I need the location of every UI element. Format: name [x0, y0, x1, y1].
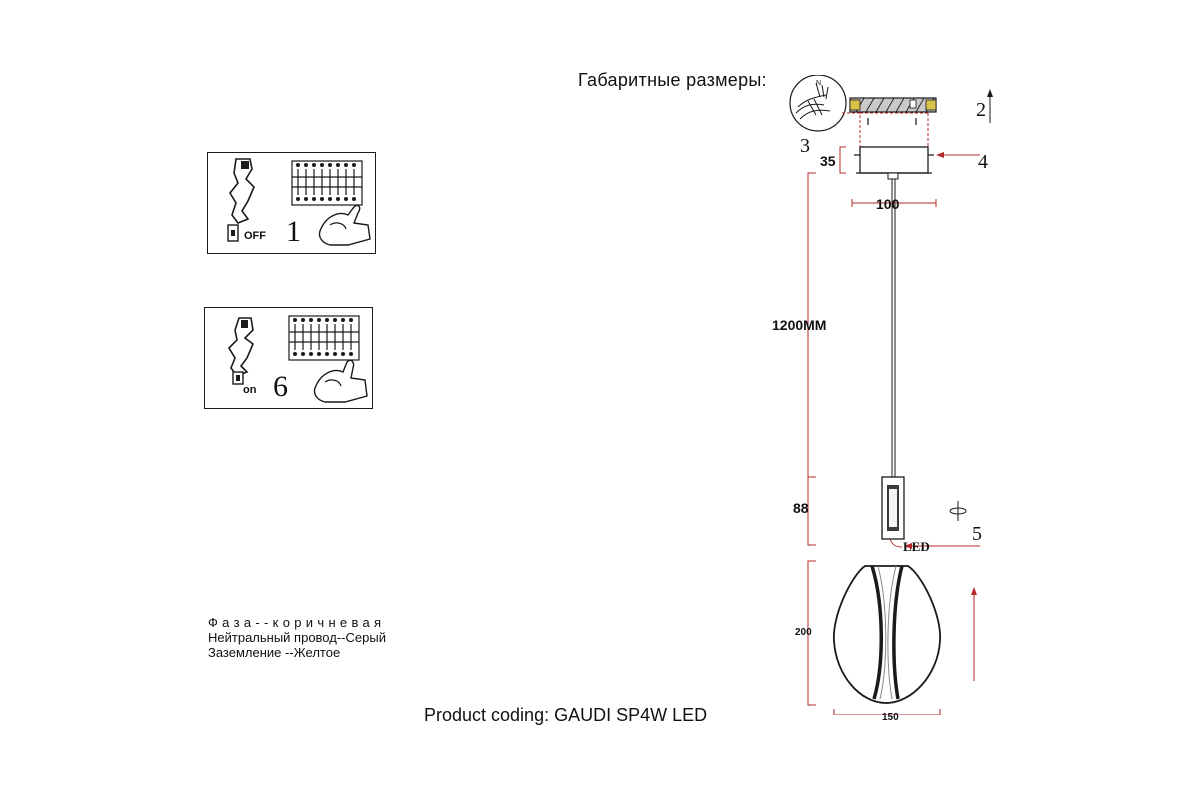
- wiring-legend: Фаза--коричневая Нейтральный провод--Сер…: [208, 615, 386, 660]
- callout-5: 5: [972, 523, 982, 545]
- page-title: Габаритные размеры:: [578, 70, 767, 90]
- canopy: [859, 146, 929, 174]
- breaker-on-illustration: [227, 315, 368, 403]
- wire-phase-text: Фаза--коричневая: [208, 615, 386, 630]
- wire-neutral-text: Нейтральный провод--Серый: [208, 630, 386, 645]
- panel-power-on: on 6: [204, 307, 373, 409]
- lamp-drawing: N: [789, 75, 993, 715]
- callout-4: 4: [978, 151, 988, 173]
- wire-ground-text: Заземление --Желтое: [208, 645, 341, 660]
- callout-3: 3: [800, 135, 810, 157]
- panel-power-off: OFF 1: [207, 152, 376, 254]
- product-coding: Product coding: GAUDI SP4W LED: [424, 705, 708, 725]
- svg-text:N: N: [816, 80, 821, 87]
- dim-shade-height: 200: [795, 627, 812, 638]
- dim-canopy-height: 35: [820, 153, 836, 169]
- dim-shade-width: 150: [882, 712, 899, 723]
- panel-on-label: on: [243, 384, 257, 396]
- panel-off-step: 1: [286, 215, 301, 248]
- panel-off-label: OFF: [244, 230, 266, 242]
- dim-cable-length: 1200MM: [772, 317, 827, 333]
- callout-2: 2: [976, 99, 986, 121]
- led-label: LED: [903, 539, 930, 554]
- suspension-cable: [891, 173, 896, 477]
- dim-holder-height: 88: [793, 500, 809, 516]
- panel-on-step: 6: [273, 370, 288, 403]
- breaker-off-illustration: [227, 158, 371, 246]
- glass-shade: [833, 565, 941, 704]
- wiring-detail-circle: [789, 75, 847, 132]
- dim-canopy-width: 100: [876, 196, 900, 212]
